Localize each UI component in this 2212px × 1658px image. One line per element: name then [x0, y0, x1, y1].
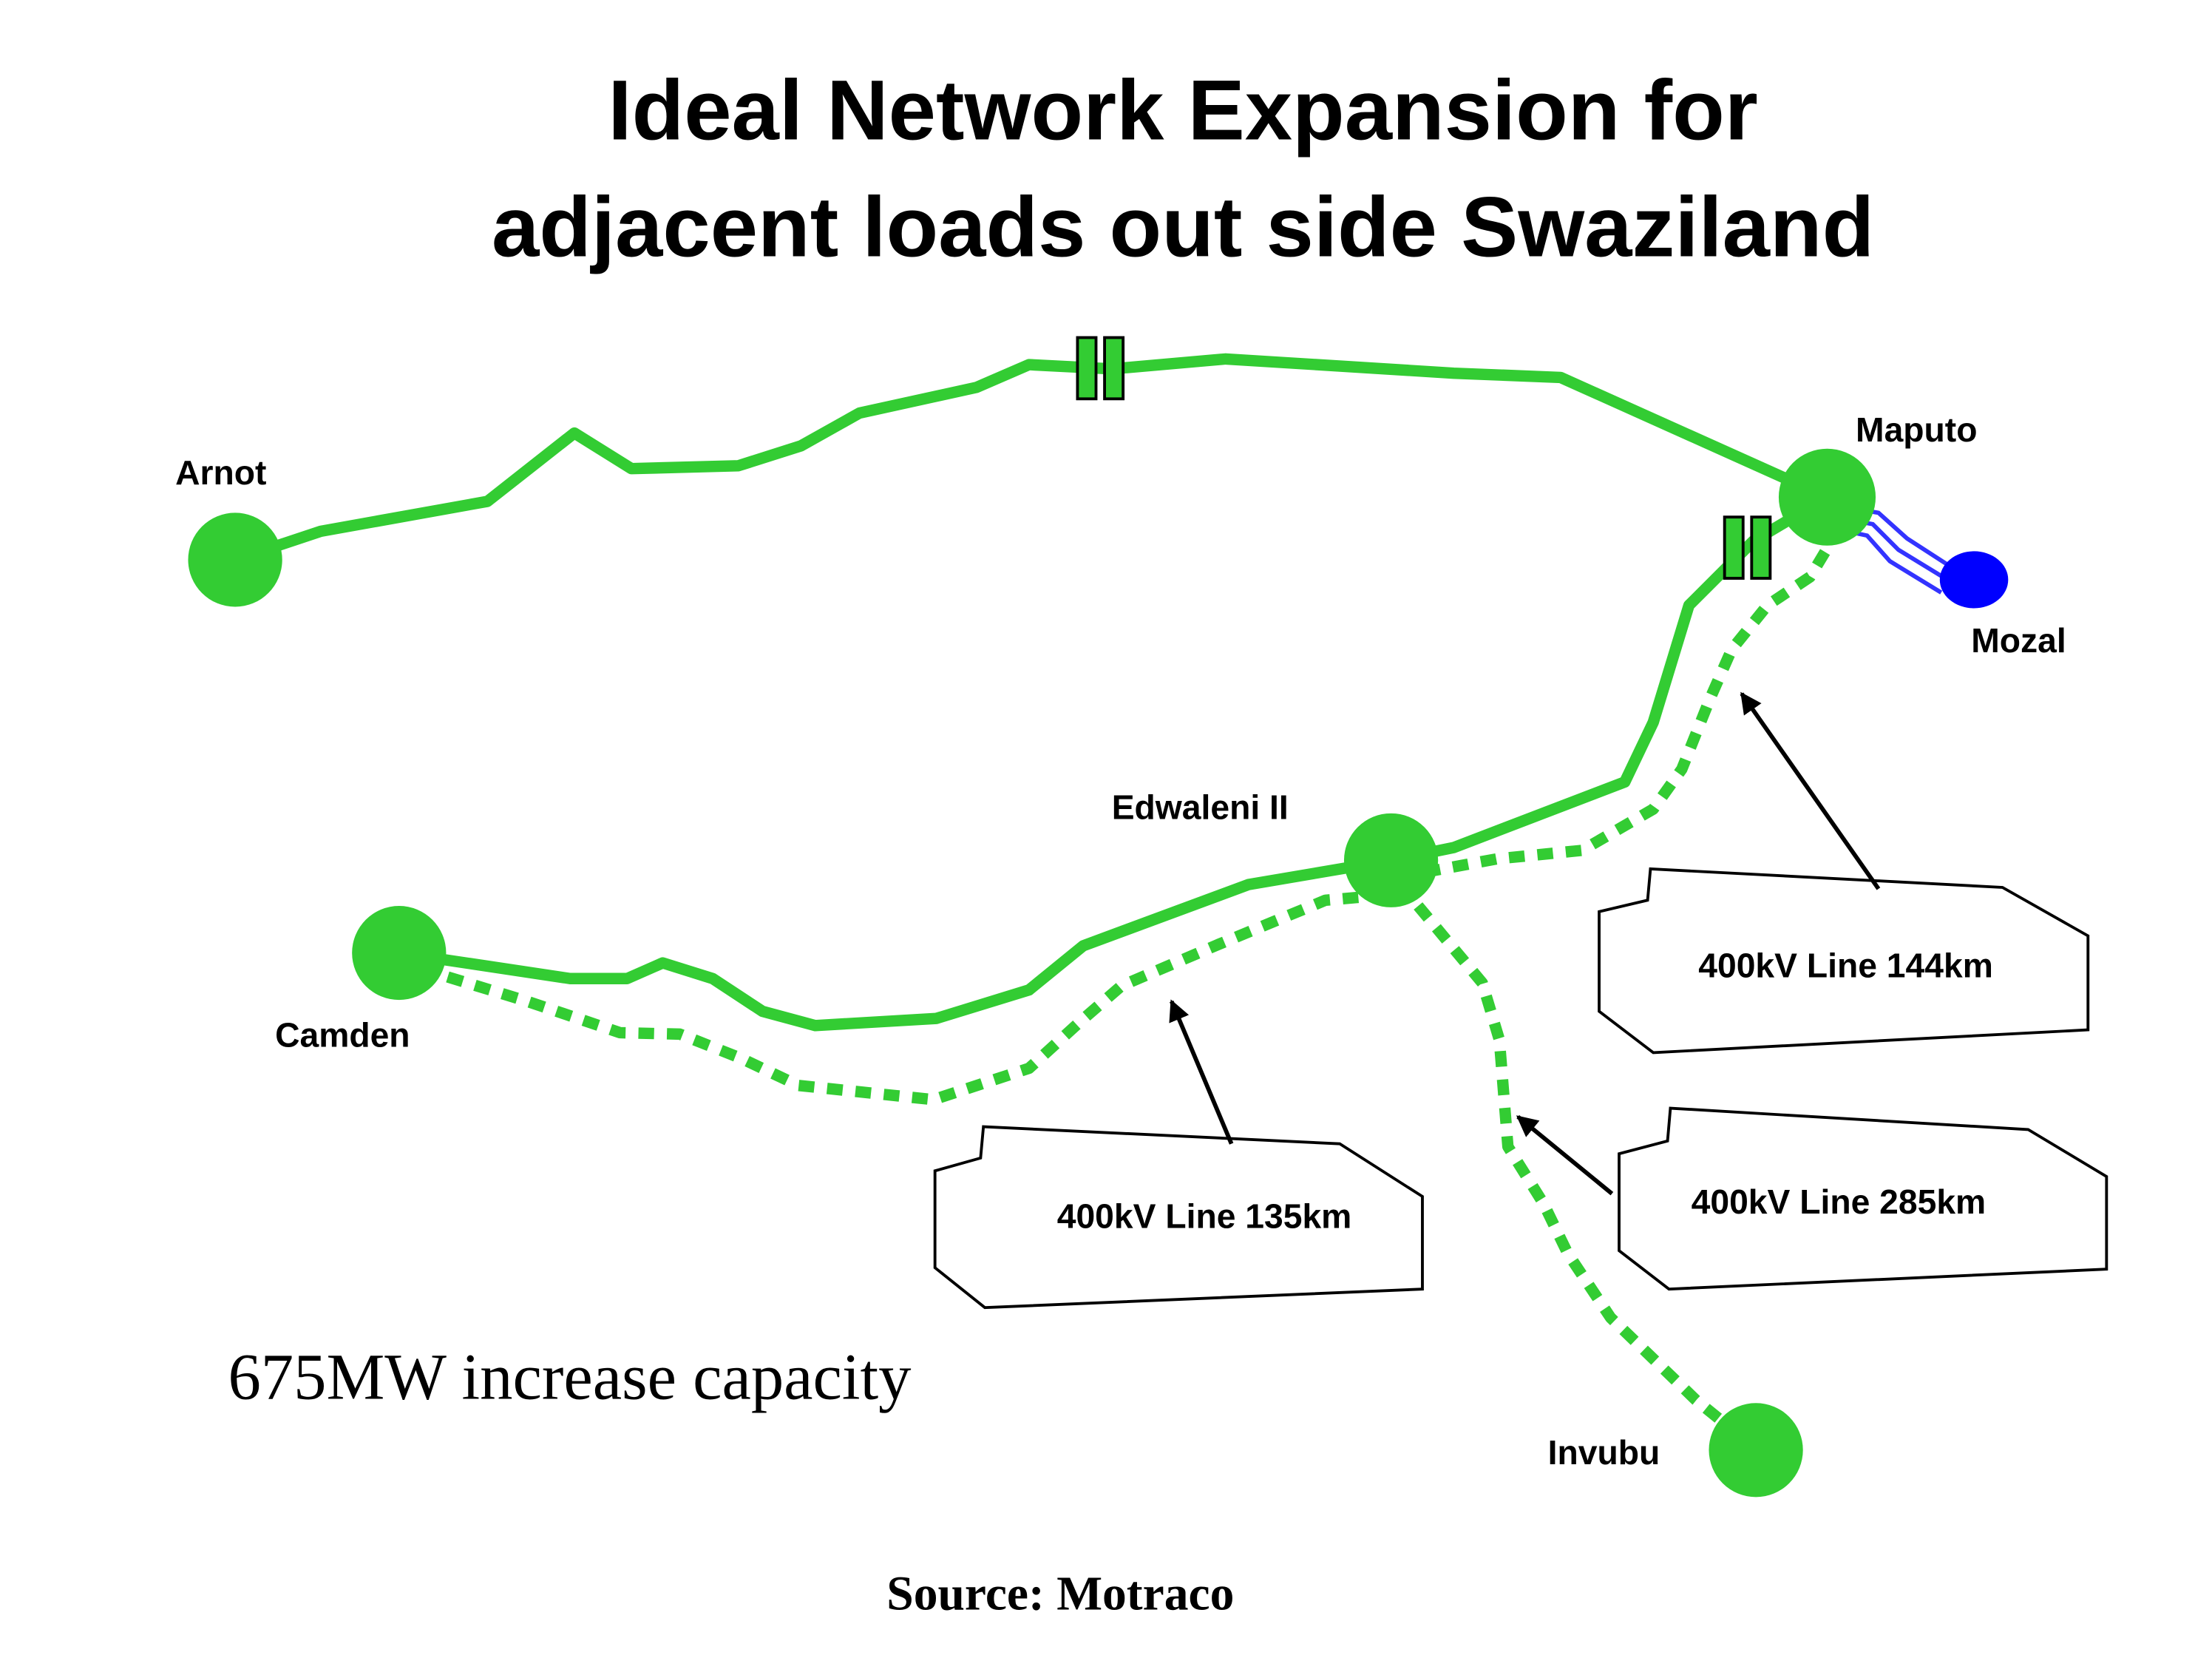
node-invubu: [1709, 1403, 1803, 1498]
node-arnot: [188, 512, 282, 607]
label-camden: Camden: [275, 1016, 410, 1055]
capacitor-marker-top: [1076, 336, 1125, 401]
arrow-invubu-line: [1516, 1114, 1614, 1196]
label-maputo: Maputo: [1856, 410, 1977, 449]
new-line-edwaleni-invubu: [1414, 902, 1760, 1453]
node-mozal: [1939, 551, 2009, 609]
title-line-1: Ideal Network Expansion for: [608, 63, 1757, 158]
node-edwaleni: [1343, 813, 1439, 907]
callout-text: 400kV Line 144km: [1698, 946, 1993, 984]
new-lines: [418, 545, 1833, 1453]
label-arnot: Arnot: [175, 453, 266, 492]
line-camden-edwaleni: [393, 854, 1397, 1032]
callout-text: 400kV Line 285km: [1692, 1182, 1987, 1221]
callout-text: 400kV Line 135km: [1057, 1197, 1352, 1235]
callout-box: [1598, 867, 2090, 1055]
label-edwaleni: Edwaleni II: [1112, 788, 1289, 827]
callout-box: [1618, 1106, 2108, 1291]
arrow-maputo-line: [1740, 691, 1881, 890]
capacitor-marker-maputo: [1723, 515, 1772, 580]
new-line-camden-edwaleni: [418, 888, 1392, 1106]
source-note: Source: Motraco: [886, 1568, 1234, 1621]
callout-invubu-line: 400kV Line 285km: [1618, 1106, 2108, 1291]
capacity-note: 675MW increase capacity: [228, 1341, 911, 1413]
callout-maputo-line: 400kV Line 144km: [1598, 867, 2090, 1055]
existing-lines: [229, 353, 1833, 1032]
new-line-edwaleni-maputo: [1395, 545, 1833, 884]
label-invubu: Invubu: [1548, 1433, 1660, 1472]
title-line-2: adjacent loads out side Swaziland: [492, 180, 1874, 275]
node-camden: [352, 906, 447, 1001]
callout-box: [933, 1125, 1424, 1310]
callout-camden-line: 400kV Line 135km: [933, 1125, 1424, 1310]
label-mozal: Mozal: [1971, 621, 2066, 660]
line-arnot-maputo: [229, 353, 1833, 566]
node-maputo: [1778, 448, 1876, 546]
arrow-camden-line: [1169, 999, 1234, 1145]
